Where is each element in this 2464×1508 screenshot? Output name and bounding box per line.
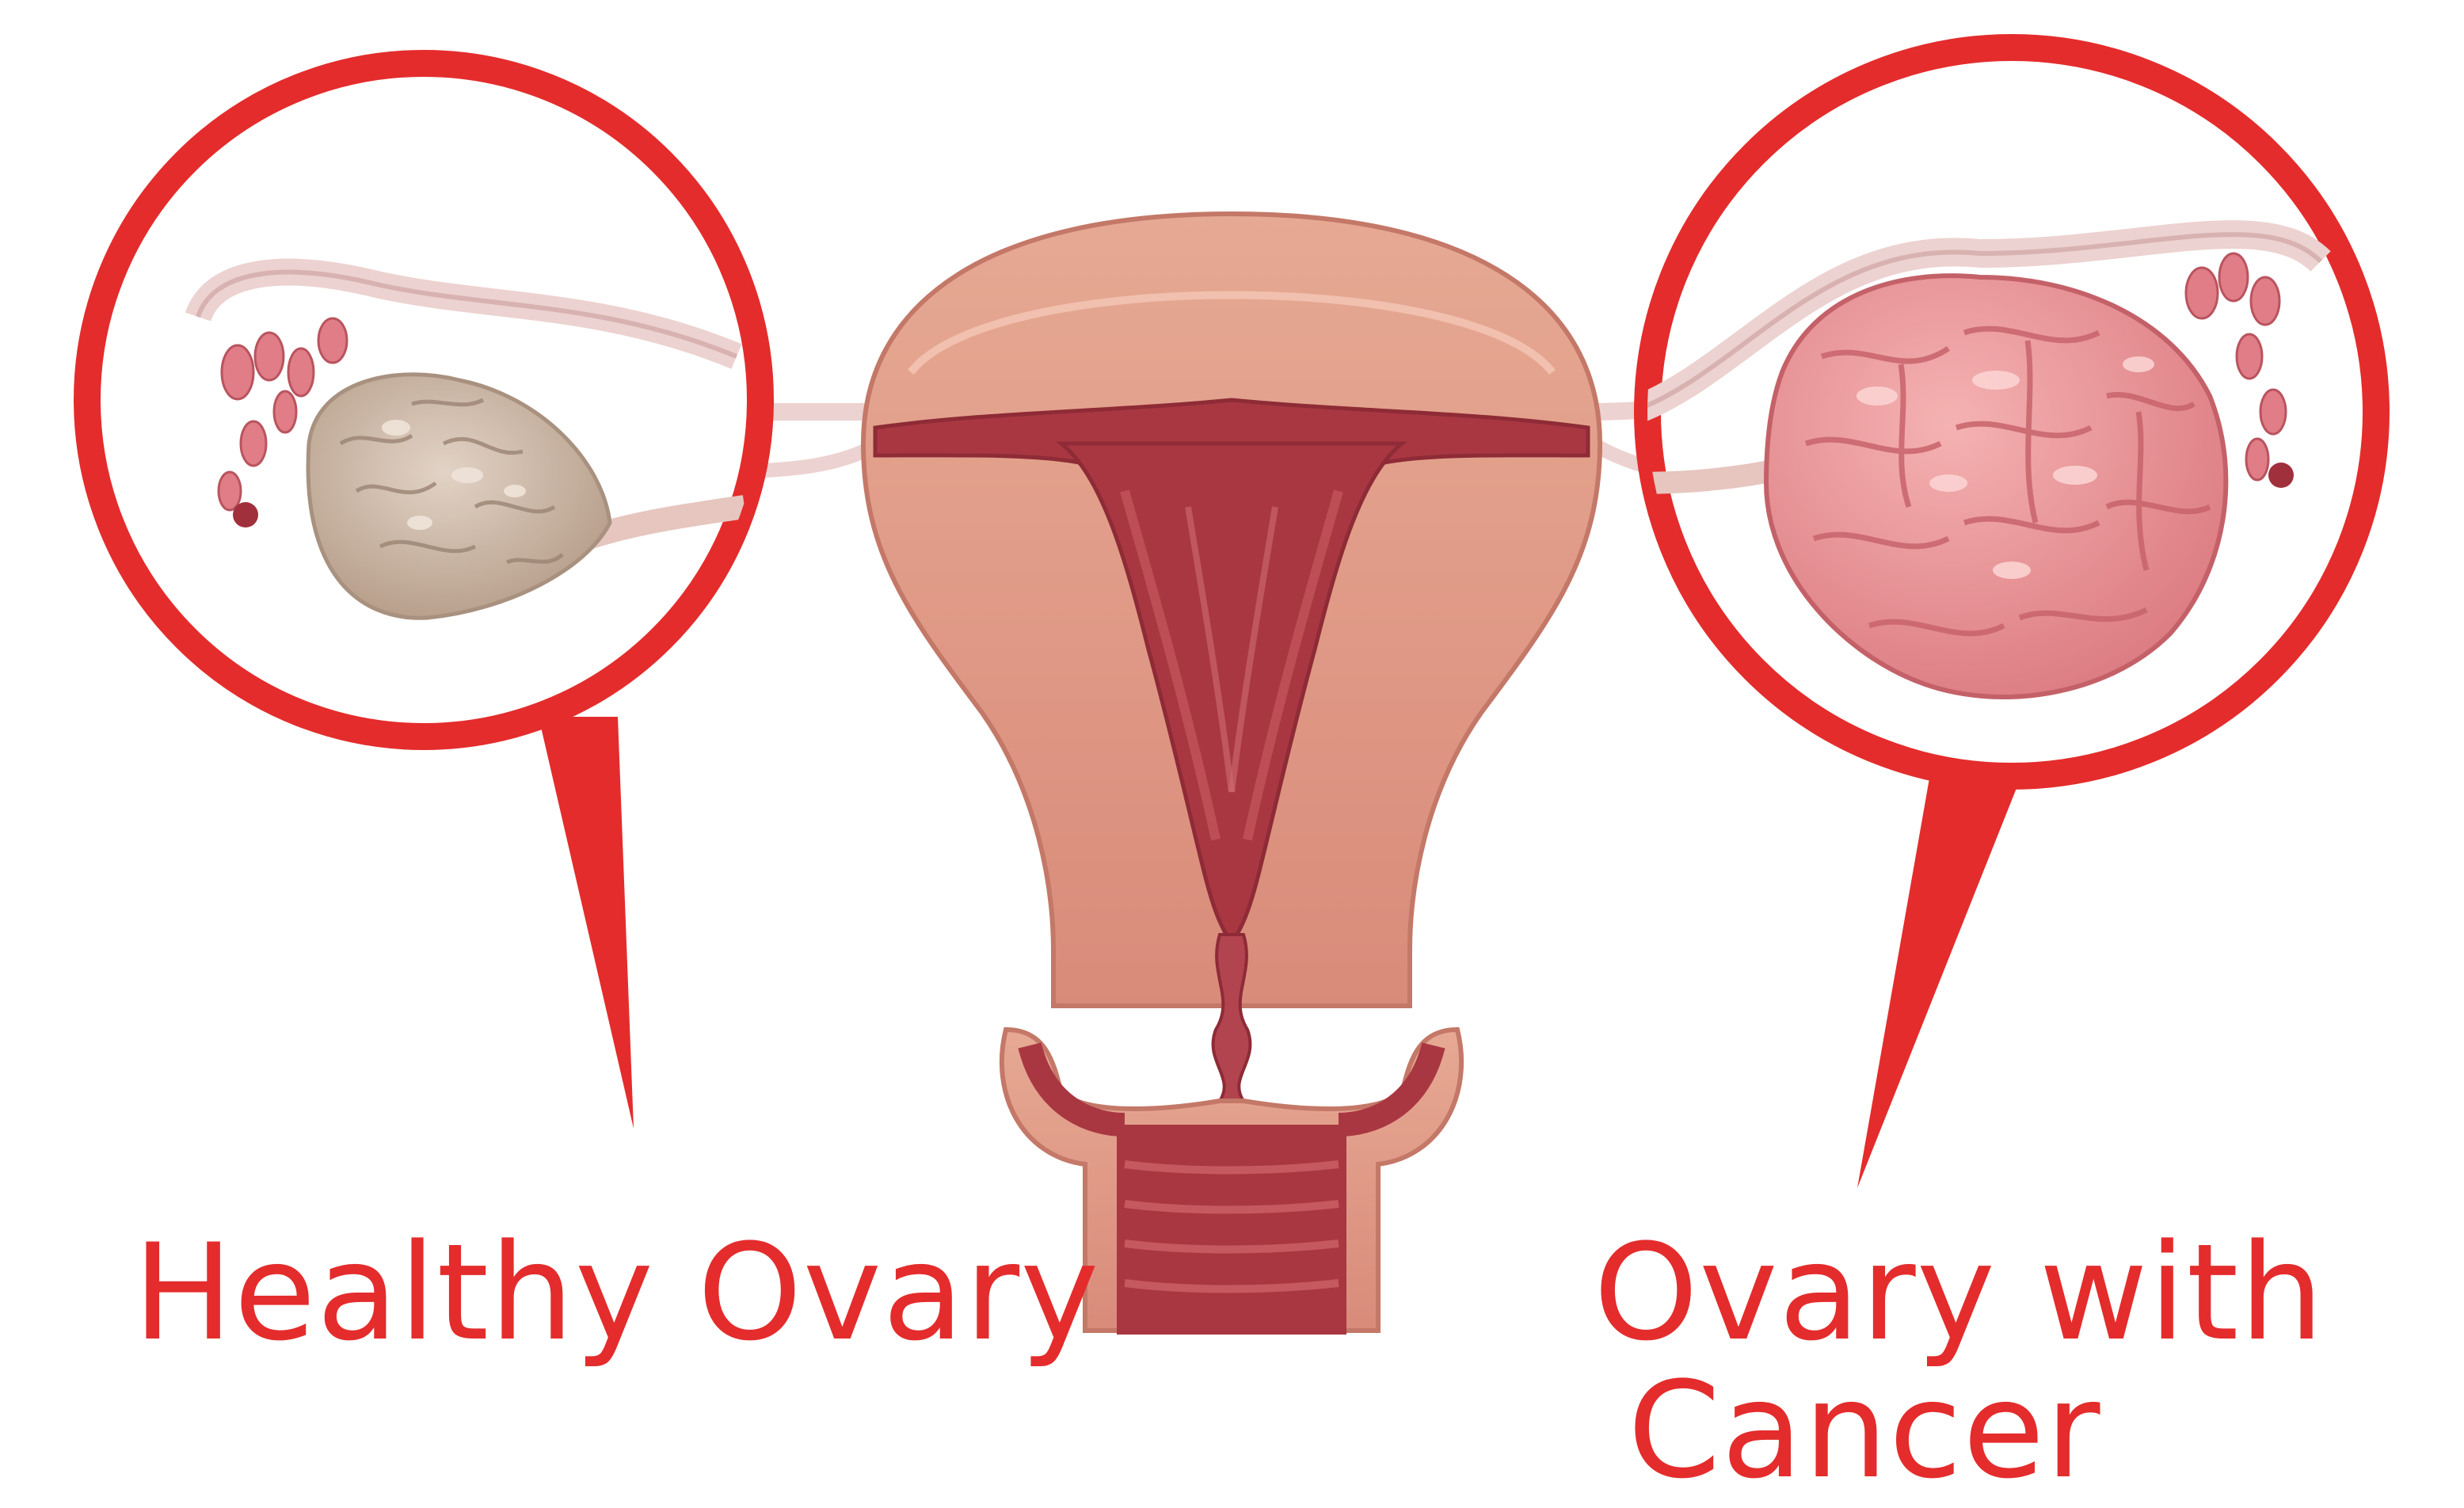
callout-pointer-left [539,717,634,1129]
healthy-ovary-callout [87,63,760,1129]
cancer-ovary-label-line2: Cancer [1628,1364,2101,1497]
healthy-ovary-label: Healthy Ovary [133,1226,1100,1359]
cancer-ovary-callout [1632,48,2376,1188]
cervical-canal [1213,935,1251,1101]
cancer-ovary-label-line1: Ovary with [1594,1226,2325,1359]
vaginal-canal [1117,1125,1346,1335]
uterus-illustration [863,214,1600,1335]
callout-pointer-right [1857,760,2028,1188]
